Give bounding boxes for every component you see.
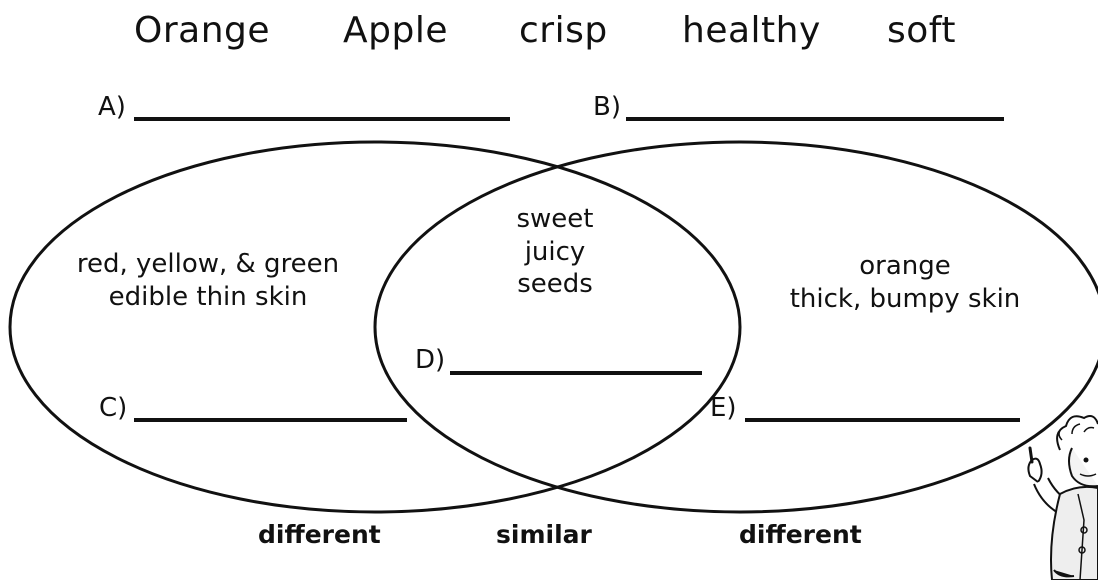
left-circle <box>8 140 742 514</box>
blank-label-a: A) <box>98 92 126 122</box>
blank-label-d: D) <box>415 345 446 375</box>
blank-line-e[interactable] <box>745 418 1020 422</box>
word-bank-item: healthy <box>682 10 821 51</box>
word-bank-item: Orange <box>134 10 271 51</box>
left-region-text: red, yellow, & green edible thin skin <box>58 248 358 313</box>
right-region-line: thick, bumpy skin <box>789 283 1021 314</box>
scientist-cartoon-icon <box>1027 415 1098 580</box>
left-region-line: edible thin skin <box>108 281 308 312</box>
center-region-text: sweet juicy seeds <box>490 203 620 301</box>
left-region-line: red, yellow, & green <box>76 249 340 279</box>
center-region-line: sweet <box>516 204 594 234</box>
word-bank-item: Apple <box>343 10 448 51</box>
blank-line-a[interactable] <box>134 117 510 121</box>
word-bank-item: crisp <box>519 10 608 51</box>
blank-label-c: C) <box>99 393 128 423</box>
right-region-line: orange <box>859 251 951 281</box>
left-region-caption: different <box>258 520 381 549</box>
word-bank-item: soft <box>887 10 956 51</box>
blank-line-b[interactable] <box>626 117 1004 121</box>
blank-line-c[interactable] <box>134 418 407 422</box>
center-region-line: juicy <box>524 236 586 267</box>
blank-line-d[interactable] <box>450 371 702 375</box>
right-circle <box>373 140 1098 514</box>
blank-label-e: E) <box>710 393 737 423</box>
center-region-line: seeds <box>517 269 593 299</box>
right-region-text: orange thick, bumpy skin <box>760 250 1050 315</box>
blank-label-b: B) <box>593 92 621 122</box>
right-region-caption: different <box>739 520 862 549</box>
center-region-caption: similar <box>496 520 592 549</box>
